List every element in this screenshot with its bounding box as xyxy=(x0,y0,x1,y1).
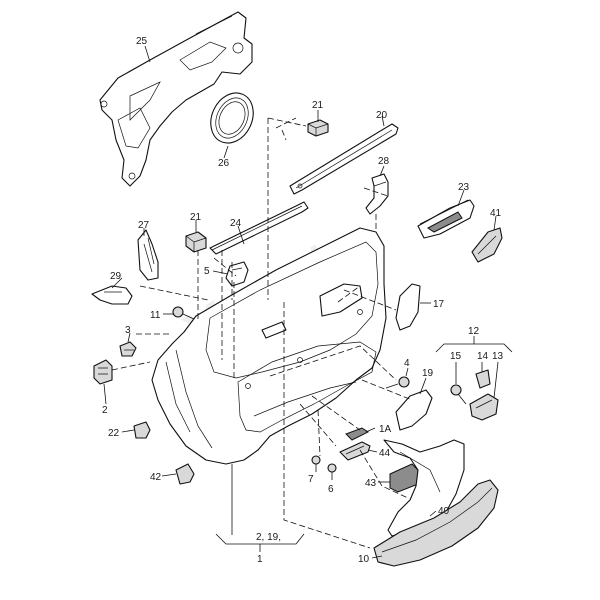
callout-27: 27 xyxy=(138,220,150,231)
part-24-trim-strip[interactable] xyxy=(209,201,309,255)
callout-40: 40 xyxy=(438,506,450,517)
callout-17: 17 xyxy=(433,299,445,310)
part-25-door-frame-bracket[interactable] xyxy=(99,11,253,187)
part-17-trim-panel[interactable] xyxy=(395,283,421,331)
part-6-screw[interactable] xyxy=(327,463,337,480)
callout-20: 20 xyxy=(376,110,388,121)
callout-10: 10 xyxy=(358,554,370,565)
callout-42: 42 xyxy=(150,472,162,483)
assembly-guide-lines xyxy=(111,117,413,549)
part-22-clip[interactable] xyxy=(133,421,151,439)
part-21-clip-lower[interactable] xyxy=(185,231,207,253)
callout-28: 28 xyxy=(378,156,390,167)
callout-21-lower: 21 xyxy=(190,212,202,223)
part-7-screw[interactable] xyxy=(311,455,321,472)
part-15-screw[interactable] xyxy=(450,384,467,405)
part-29-bracket[interactable] xyxy=(91,285,133,305)
part-10-armrest[interactable] xyxy=(373,479,499,567)
callout-1a: 1A xyxy=(379,424,392,435)
callout-labels: 25 26 21 20 28 21 24 27 23 41 5 29 17 11… xyxy=(102,36,504,565)
callout-6: 6 xyxy=(328,484,334,495)
callout-14: 14 xyxy=(477,351,489,362)
callout-4: 4 xyxy=(404,358,410,369)
callout-1: 1 xyxy=(257,554,263,565)
part-28-bracket[interactable] xyxy=(365,173,389,215)
part-1a-cover[interactable] xyxy=(345,427,369,441)
part-43-switch[interactable] xyxy=(389,463,419,493)
callout-44: 44 xyxy=(379,448,391,459)
callout-13: 13 xyxy=(492,351,504,362)
callout-29: 29 xyxy=(110,271,122,282)
callout-2-19: 2, 19, xyxy=(256,532,281,543)
part-27-support[interactable] xyxy=(137,229,159,281)
callout-19: 19 xyxy=(422,368,434,379)
callout-41: 41 xyxy=(490,208,502,219)
part-4-screw[interactable] xyxy=(385,376,410,389)
part-2-fastener-left[interactable] xyxy=(93,359,113,385)
part-5-clip[interactable] xyxy=(225,261,249,287)
callout-21-upper: 21 xyxy=(312,100,324,111)
callout-12: 12 xyxy=(468,326,480,337)
callout-15: 15 xyxy=(450,351,462,362)
part-42-end-cap[interactable] xyxy=(175,463,195,485)
part-41-cover[interactable] xyxy=(471,227,503,263)
part-13-housing[interactable] xyxy=(469,393,499,421)
callout-3: 3 xyxy=(125,325,131,336)
callout-5: 5 xyxy=(204,266,210,277)
callout-7: 7 xyxy=(308,474,314,485)
leader-lines xyxy=(103,45,513,559)
callout-24: 24 xyxy=(230,218,242,229)
part-14-clip[interactable] xyxy=(475,369,491,389)
callout-11: 11 xyxy=(150,310,161,321)
part-23-inner-door-handle[interactable] xyxy=(417,199,475,239)
callout-2-left: 2 xyxy=(102,405,108,416)
callout-25: 25 xyxy=(136,36,148,47)
part-26-loudspeaker-seal[interactable] xyxy=(203,86,261,150)
part-19-trim[interactable] xyxy=(395,389,433,431)
callout-22: 22 xyxy=(108,428,120,439)
part-20-window-shaft-strip[interactable] xyxy=(289,123,399,195)
callout-23: 23 xyxy=(458,182,470,193)
callout-43: 43 xyxy=(365,478,377,489)
part-44-cover[interactable] xyxy=(339,441,371,461)
callout-26: 26 xyxy=(218,158,230,169)
part-21-clip-upper[interactable] xyxy=(307,119,329,137)
part-3-expanding-nut[interactable] xyxy=(119,341,137,357)
